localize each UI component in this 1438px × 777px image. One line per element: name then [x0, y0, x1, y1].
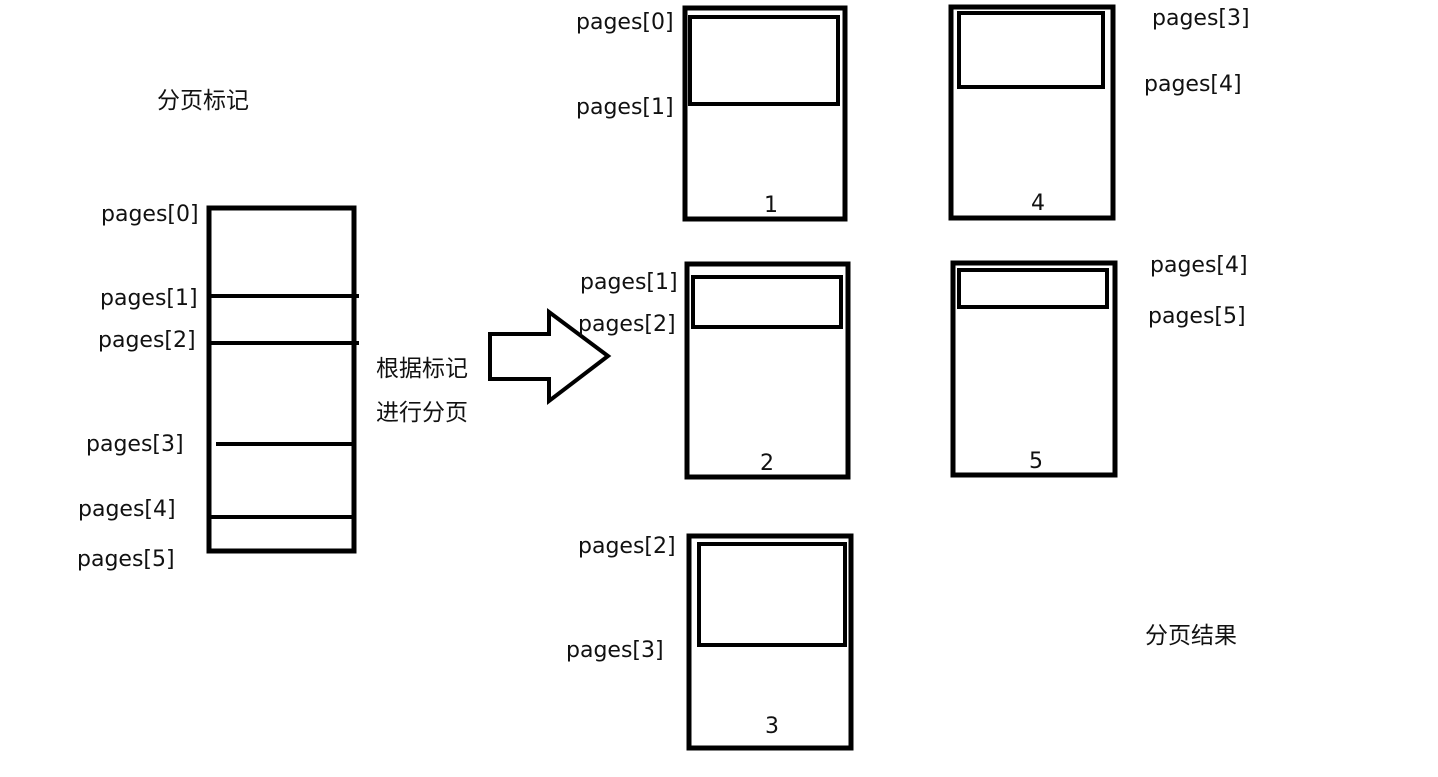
page-5-end-label: pages[5]: [1148, 304, 1246, 329]
content-region: [697, 542, 847, 647]
page-number: 4: [1031, 191, 1045, 216]
page-number: 5: [1029, 449, 1043, 474]
result-caption: 分页结果: [1145, 623, 1237, 649]
content-region: [691, 275, 843, 329]
content-region: [957, 11, 1105, 89]
page-number: 1: [764, 193, 778, 218]
marker-label-0: pages[0]: [101, 202, 199, 227]
arrow-caption-line1: 根据标记: [376, 356, 468, 382]
marker-label-4: pages[4]: [78, 497, 176, 522]
arrow-caption-line2: 进行分页: [376, 400, 468, 426]
page-frame: [682, 5, 848, 222]
content-region: [688, 15, 840, 106]
source-document: [206, 205, 357, 554]
page-2-end-label: pages[2]: [578, 312, 676, 337]
page-4-start-label: pages[3]: [1152, 6, 1250, 31]
page-3-end-label: pages[3]: [566, 638, 664, 663]
marker-label-3: pages[3]: [86, 432, 184, 457]
page-2-start-label: pages[1]: [580, 270, 678, 295]
page-4-end-label: pages[4]: [1144, 72, 1242, 97]
result-page-2: pages[1] pages[2] 2: [578, 261, 851, 480]
result-page-1: pages[0] pages[1] 1: [576, 5, 848, 222]
page-number: 3: [765, 714, 779, 739]
arrow-icon: [488, 308, 612, 406]
content-region: [957, 268, 1109, 309]
result-page-3: pages[2] pages[3] 3: [566, 533, 854, 751]
page-frame: [684, 261, 851, 480]
marker-label-1: pages[1]: [100, 286, 198, 311]
page-3-start-label: pages[2]: [578, 534, 676, 559]
page-1-start-label: pages[0]: [576, 10, 674, 35]
page-frame: [686, 533, 854, 751]
marker-label-5: pages[5]: [77, 547, 175, 572]
page-5-start-label: pages[4]: [1150, 253, 1248, 278]
page-frame: [950, 260, 1118, 478]
result-page-4: pages[3] pages[4] 4: [948, 4, 1250, 221]
marker-title: 分页标记: [157, 88, 249, 114]
page-frame: [948, 4, 1116, 221]
result-page-5: pages[4] pages[5] 5: [950, 253, 1248, 478]
marker-label-2: pages[2]: [98, 328, 196, 353]
page-number: 2: [760, 451, 774, 476]
page-1-end-label: pages[1]: [576, 95, 674, 120]
